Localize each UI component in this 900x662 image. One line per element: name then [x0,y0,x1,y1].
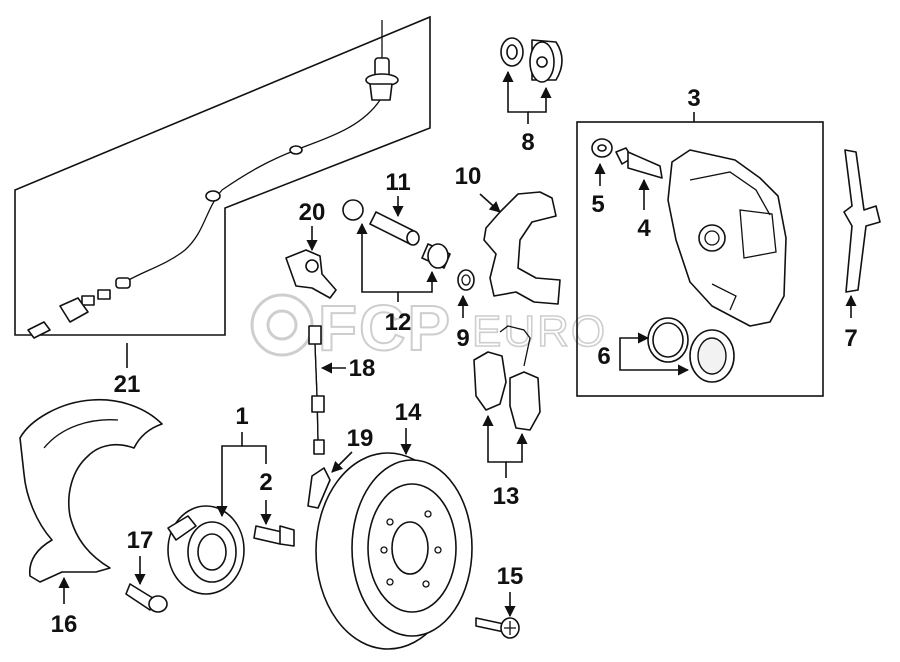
callout-13: 13 [493,483,520,510]
callout-15: 15 [497,563,524,590]
callout-20: 20 [299,199,326,226]
watermark-suffix: EURO [472,307,607,356]
callout-6: 6 [597,343,610,370]
callout-17: 17 [127,527,154,554]
guide-pins [342,199,475,291]
callout-7: 7 [844,325,857,352]
callout-19: 19 [347,425,374,452]
callout-11: 11 [385,169,410,196]
callout-18: 18 [349,355,376,382]
callout-21: 21 [114,371,141,398]
callout-4: 4 [637,215,651,242]
callout-3: 3 [687,85,700,112]
callout-numbers: 1 2 3 4 5 6 7 8 9 10 11 12 13 14 15 16 1… [51,85,858,638]
caliper-bracket [483,191,561,305]
callout-9: 9 [456,325,469,352]
splash-shield-detail [43,419,119,449]
guide-bushings [500,37,563,83]
callout-14: 14 [395,399,422,426]
abs-sensor-kit [14,15,431,339]
watermark: FCP EURO [250,291,607,365]
callout-1: 1 [235,403,248,430]
leader-lines [58,70,857,618]
rotor-screw [475,617,520,639]
callout-5: 5 [591,191,604,218]
callout-2: 2 [259,469,272,496]
sensor-bracket [285,249,337,299]
wheel-hub [167,505,245,595]
hub-bolt [253,525,295,547]
callout-16: 16 [51,611,78,638]
watermark-brand: FCP [318,292,452,364]
hose-bracket [307,467,331,509]
brake-hose [308,325,325,455]
brake-pads [473,325,541,431]
callout-8: 8 [521,129,534,156]
caliper-assembly [576,121,824,397]
callout-10: 10 [455,163,482,190]
shield-bolt [125,583,168,613]
splash-shield [19,398,163,583]
caliper-spring [843,149,881,293]
callout-12: 12 [385,309,412,336]
brake-rotor [315,452,473,650]
